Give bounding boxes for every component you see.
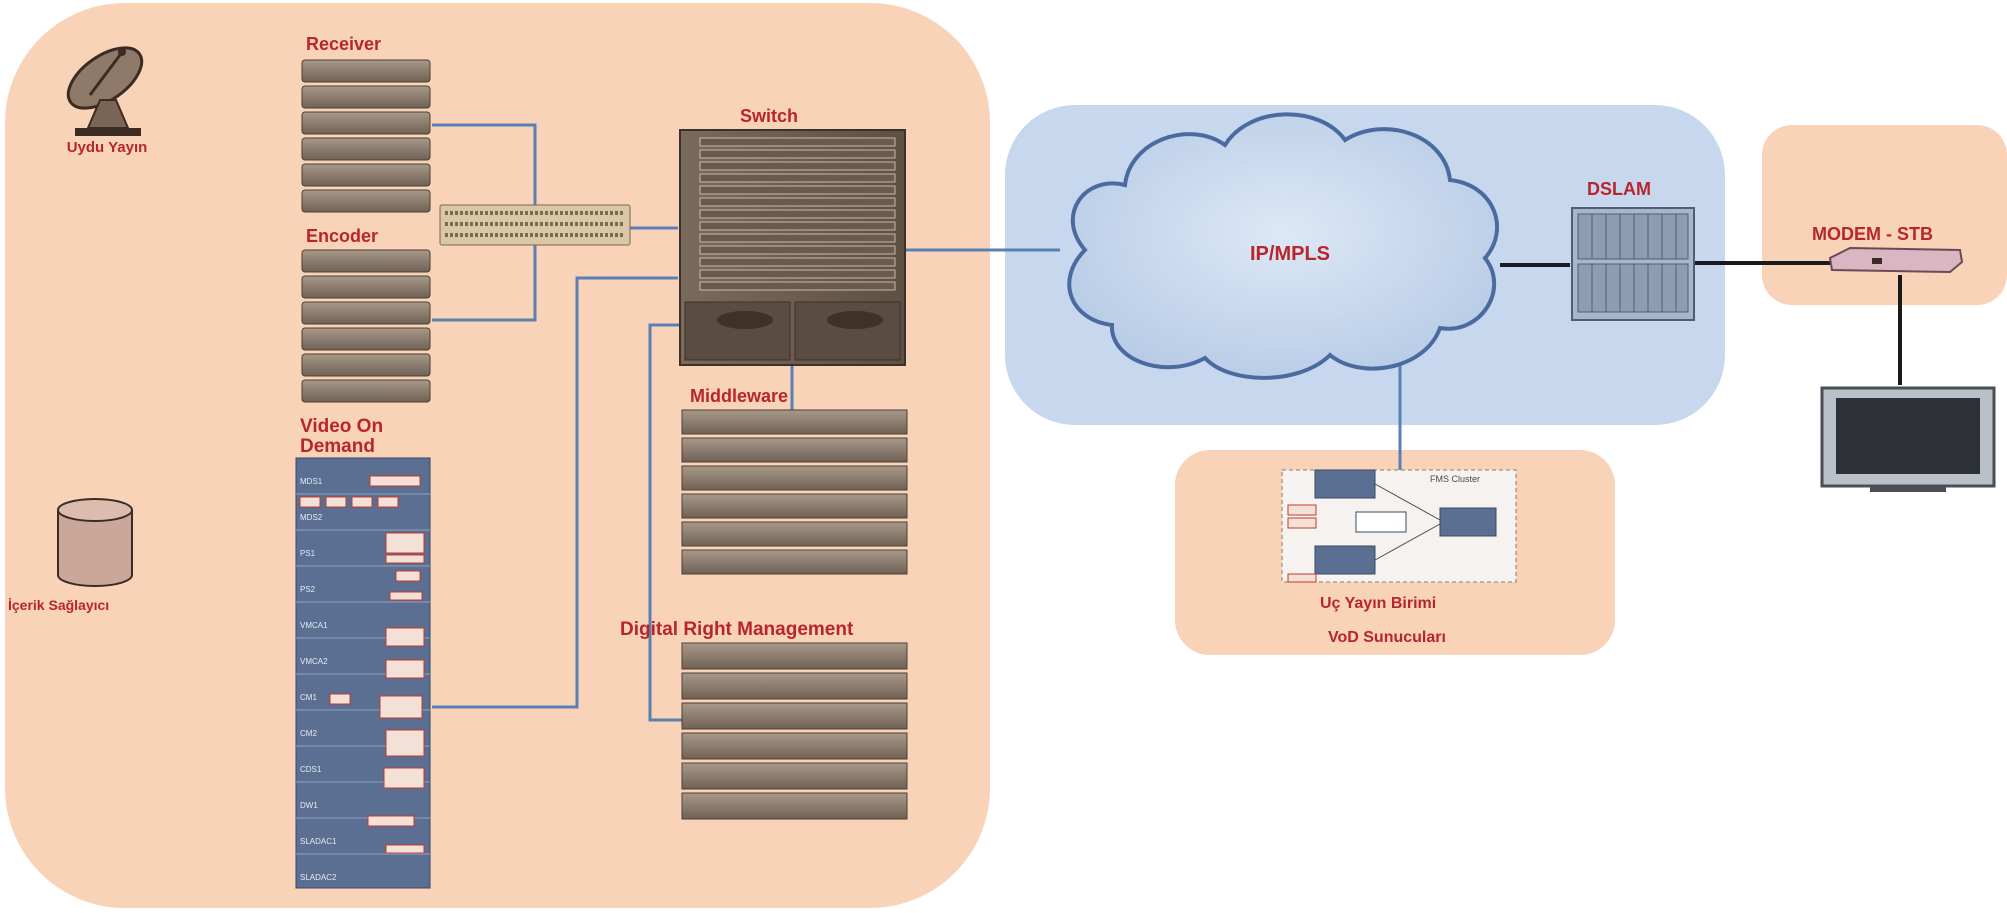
vod-switch-link <box>432 276 678 709</box>
fms-cluster-diagram: FMS Cluster <box>1281 469 1517 583</box>
vod-row-label: DW1 <box>300 801 318 810</box>
cloud-icon <box>1067 112 1500 380</box>
vod-row-label: VMCA1 <box>300 621 328 630</box>
vod-row-label: MDS2 <box>300 513 323 522</box>
vod-row-label: PS2 <box>300 585 316 594</box>
tv-icon <box>1820 386 1996 492</box>
vod-row-label: CM1 <box>300 693 317 702</box>
patch-panel <box>439 204 631 246</box>
content-provider-label: İçerik Sağlayıcı <box>8 597 109 613</box>
vod-rack: MDS1 MDS2 PS1 PS2 VMCA1 VMCA2 CM1 CM2 CD… <box>295 457 431 889</box>
encoder-link <box>432 240 537 322</box>
modem-icon <box>1828 246 1964 274</box>
cloud-label: IP/MPLS <box>1250 243 1330 265</box>
receiver-link <box>432 123 537 205</box>
vod-row-label: CDS1 <box>300 765 322 774</box>
vod-label-line2: Demand <box>300 436 375 457</box>
receiver-stack <box>301 59 431 213</box>
receiver-label: Receiver <box>306 34 381 54</box>
encoder-label: Encoder <box>306 226 378 246</box>
vod-module-tags <box>299 475 425 854</box>
satellite-dish-icon <box>66 46 144 136</box>
drm-label: Digital Right Management <box>620 619 854 640</box>
drm-servers <box>681 642 908 820</box>
middleware-label: Middleware <box>690 386 788 406</box>
vod-row-label: PS1 <box>300 549 316 558</box>
vod-row-label: SLADAC2 <box>300 873 337 882</box>
vod-row-label: SLADAC1 <box>300 837 337 846</box>
customer-premises-zone <box>1762 125 2007 305</box>
database-icon <box>57 498 133 587</box>
vod-row-label: MDS1 <box>300 477 323 486</box>
vod-row-label: VMCA2 <box>300 657 328 666</box>
modem-label: MODEM - STB <box>1812 224 1933 244</box>
core-switch <box>679 129 906 366</box>
vod-servers-label: VoD Sunucuları <box>1328 629 1446 646</box>
encoder-stack <box>301 249 431 403</box>
middleware-servers <box>681 409 908 575</box>
vod-label-line1: Video On <box>300 416 383 437</box>
fms-cluster-title: FMS Cluster <box>1430 474 1480 484</box>
dslam-chassis <box>1571 207 1695 321</box>
switch-label: Switch <box>740 106 798 126</box>
drm-switch-link <box>648 323 682 722</box>
dslam-label: DSLAM <box>1587 179 1651 199</box>
vod-row-label: CM2 <box>300 729 317 738</box>
access-links <box>1500 261 1902 385</box>
satellite-label: Uydu Yayın <box>67 139 148 156</box>
edge-unit-label: Uç Yayın Birimi <box>1320 595 1436 612</box>
